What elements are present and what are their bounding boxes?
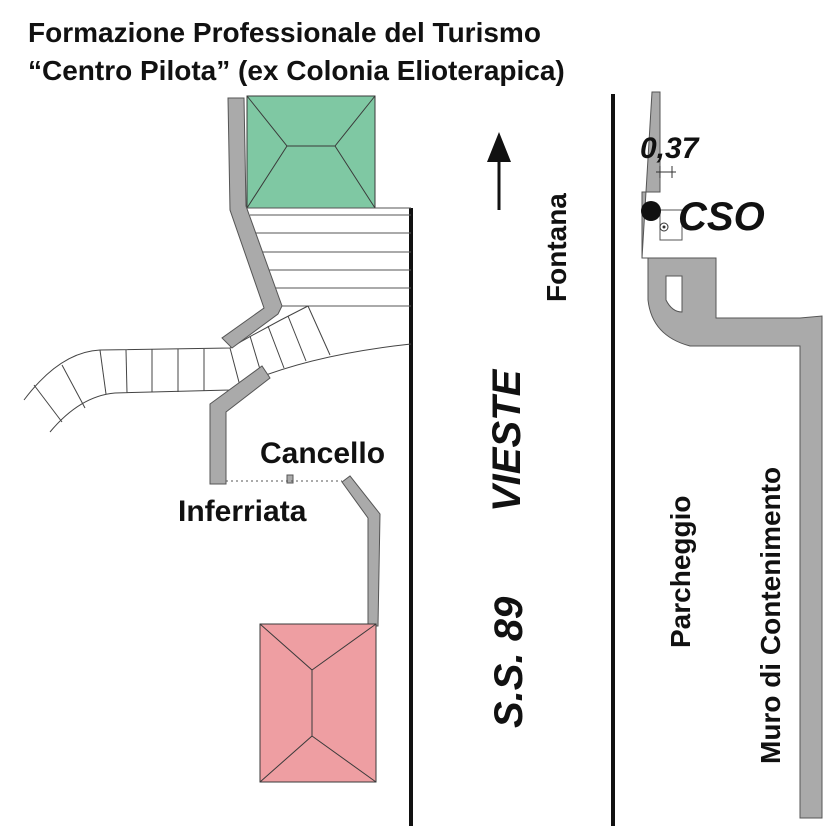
road-label: S.S. 89 bbox=[487, 596, 531, 728]
staircase bbox=[247, 207, 411, 307]
muro-label: Muro di Contenimento bbox=[755, 467, 786, 764]
station-marker-icon bbox=[641, 201, 661, 221]
cancello-label: Cancello bbox=[260, 437, 385, 470]
parcheggio-label: Parcheggio bbox=[665, 496, 696, 648]
north-arrow-icon bbox=[487, 132, 511, 210]
green-building bbox=[246, 95, 376, 209]
red-building bbox=[259, 623, 377, 783]
right-wall bbox=[641, 91, 823, 819]
small-marker-symbols bbox=[656, 166, 676, 232]
vieste-label: VIESTE bbox=[485, 368, 529, 512]
left-walls bbox=[209, 97, 381, 627]
distance-label: 0,37 bbox=[640, 132, 700, 165]
fontana-label: Fontana bbox=[541, 193, 572, 302]
inferriata-label: Inferriata bbox=[178, 495, 307, 528]
station-label: CSO bbox=[678, 195, 765, 239]
curved-stair-path bbox=[23, 305, 412, 433]
map-title-line2: “Centro Pilota” (ex Colonia Elioterapica… bbox=[28, 55, 565, 86]
map-title-line1: Formazione Professionale del Turismo bbox=[28, 17, 541, 48]
